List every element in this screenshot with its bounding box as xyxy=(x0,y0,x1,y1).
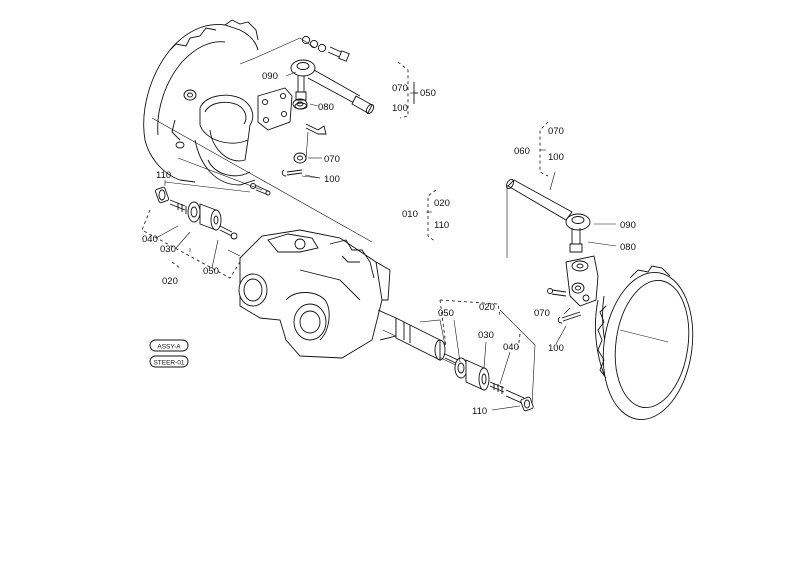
right-hub-assembly xyxy=(439,299,534,412)
callout-030-left: 030 xyxy=(160,244,176,255)
callout-010-mid: 010 xyxy=(402,209,418,220)
callout-110-left: 110 xyxy=(156,170,171,181)
upper-housing xyxy=(143,19,308,186)
callout-100-bracket-right: 100 xyxy=(548,152,564,163)
center-axle-housing xyxy=(238,229,446,361)
right-tie-rod-assembly xyxy=(505,121,599,324)
callout-050-top: 050 xyxy=(420,88,436,99)
callout-020-left: 020 xyxy=(162,276,178,287)
callout-100-pin-top: 100 xyxy=(324,174,340,185)
callout-090-right: 090 xyxy=(620,220,636,231)
top-tie-rod-assembly xyxy=(250,35,375,196)
callout-110-mid: 110 xyxy=(434,220,449,231)
callout-080-top: 080 xyxy=(318,102,334,113)
callout-040-bottom: 040 xyxy=(503,342,519,353)
reference-tag-2: STEER-01 xyxy=(153,360,184,367)
callout-070-bracket-right: 070 xyxy=(548,126,564,137)
callout-070-bracket-top: 070 xyxy=(392,83,408,94)
callout-070-nut-top: 070 xyxy=(324,154,340,165)
left-hub-assembly xyxy=(141,186,241,279)
callout-080-right: 080 xyxy=(620,242,636,253)
callout-labels: 090 080 070 050 100 070 100 110 040 030 … xyxy=(142,71,636,417)
mid-bracket xyxy=(427,189,437,243)
callout-070-right: 070 xyxy=(534,308,550,319)
callout-090-top: 090 xyxy=(262,71,278,82)
callout-040-left: 040 xyxy=(142,234,158,245)
reference-tag-1: ASSY-A xyxy=(157,344,181,351)
callout-100-bracket-top: 100 xyxy=(392,103,408,114)
callout-020-mid: 020 xyxy=(434,198,450,209)
callout-100-right: 100 xyxy=(548,343,564,354)
callout-060-right: 060 xyxy=(514,146,530,157)
callout-110-bottom: 110 xyxy=(472,406,487,417)
reference-tags: ASSY-A STEER-01 xyxy=(149,339,189,368)
callout-050-bottom: 050 xyxy=(438,308,454,319)
callout-ticks xyxy=(155,71,617,411)
right-wheel-hub xyxy=(595,265,694,420)
callout-050-left: 050 xyxy=(203,266,219,277)
callout-020-bottom: 020 xyxy=(479,302,495,313)
callout-030-bottom: 030 xyxy=(478,330,494,341)
